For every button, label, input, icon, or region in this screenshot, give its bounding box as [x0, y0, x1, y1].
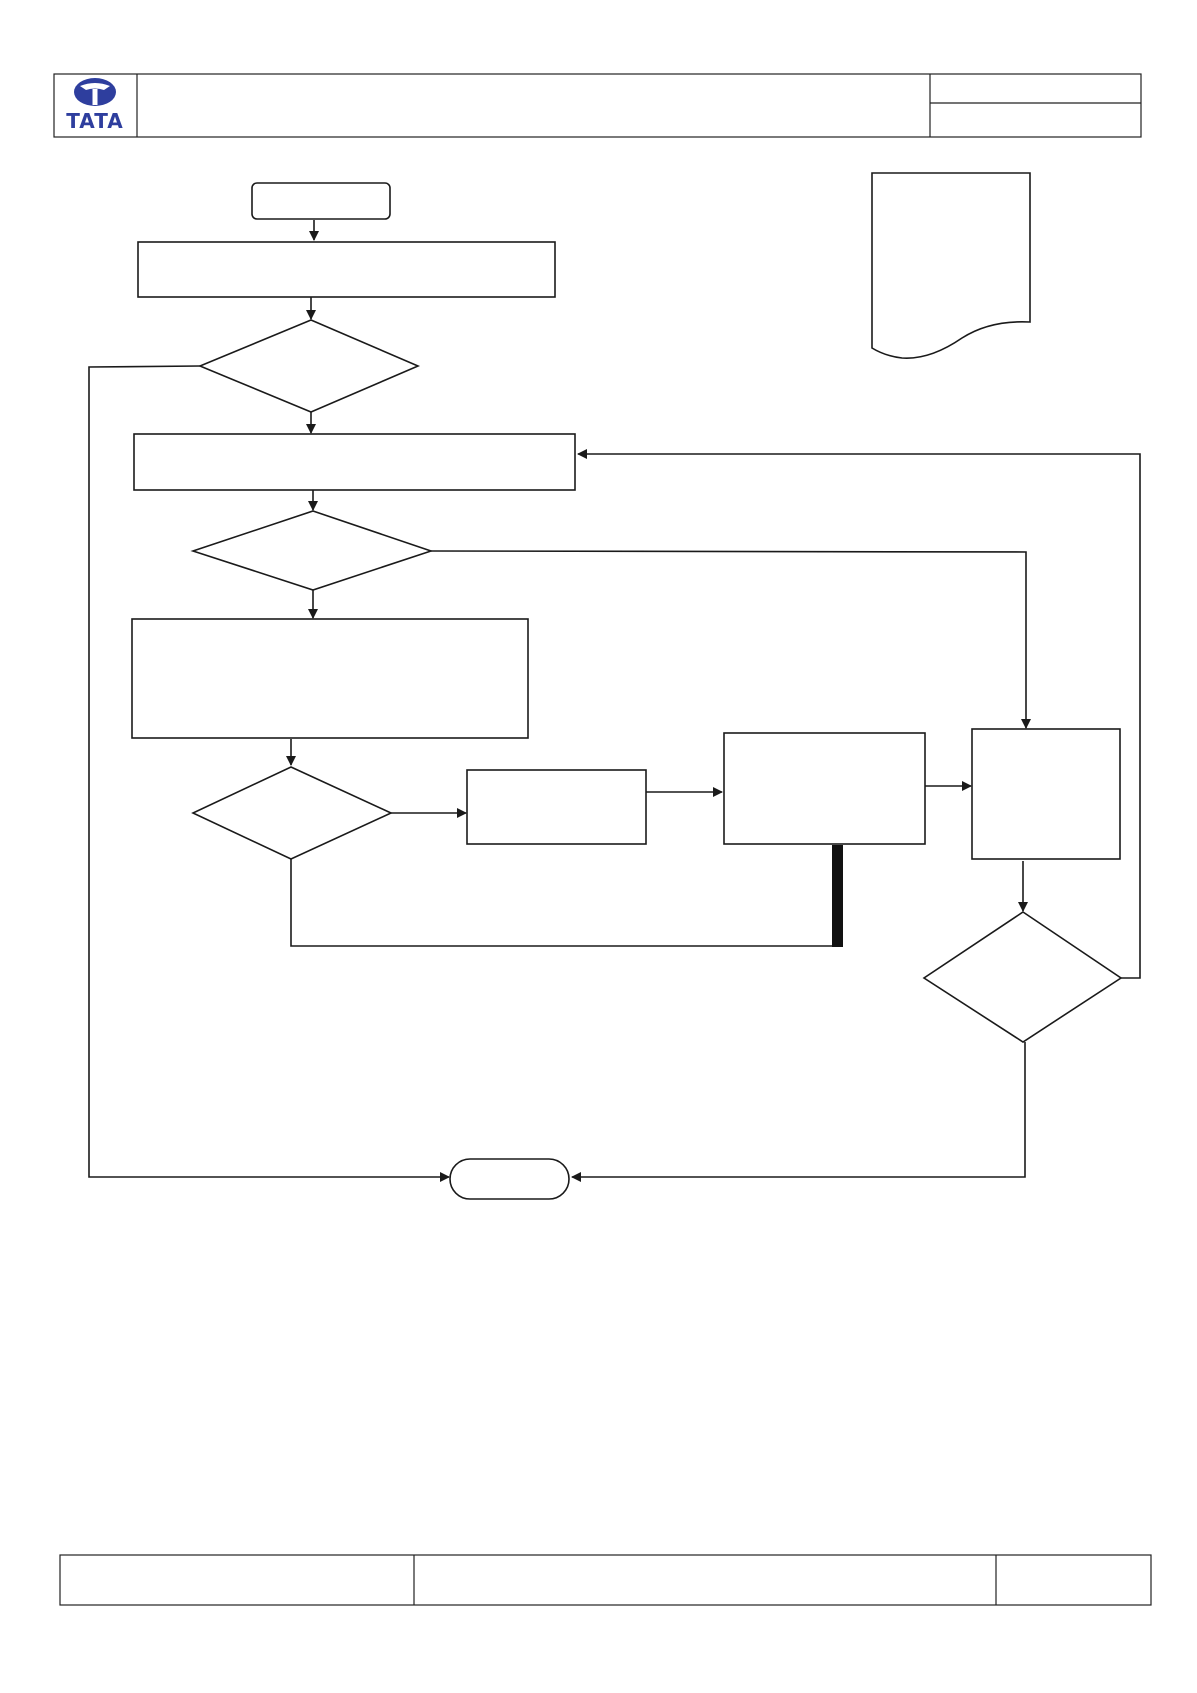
node-decision-3 — [191, 766, 393, 860]
node-step-2 — [133, 433, 576, 491]
node-step-5 — [723, 732, 926, 845]
node-end — [449, 1158, 570, 1200]
node-step-6 — [971, 728, 1121, 860]
node-step-4 — [466, 769, 647, 845]
header-frame — [53, 73, 1142, 138]
footer-frame — [59, 1554, 1152, 1606]
header-block: TATA — [53, 73, 1142, 138]
node-step-3 — [131, 618, 529, 739]
node-start — [251, 182, 391, 220]
flowchart-connectors — [88, 220, 1141, 1182]
node-decision-1 — [197, 319, 421, 413]
connector-bar — [832, 845, 843, 947]
node-decision-2 — [190, 510, 434, 591]
arrow-decision3-to-step5 — [290, 859, 837, 947]
flowchart-nodes — [131, 172, 1123, 1200]
logo-wordmark: TATA — [66, 109, 124, 133]
footer-block — [59, 1554, 1152, 1606]
document-symbol — [871, 172, 1031, 359]
arrow-decision4-to-step2 — [577, 449, 1141, 979]
arrow-decision2-to-step6 — [430, 550, 1031, 729]
node-decision-4 — [922, 911, 1123, 1043]
arrow-decision4-to-end — [571, 1042, 1026, 1182]
arrow-decision1-to-end — [88, 365, 450, 1182]
tata-logo-icon — [74, 78, 116, 106]
node-step-1 — [137, 241, 556, 298]
